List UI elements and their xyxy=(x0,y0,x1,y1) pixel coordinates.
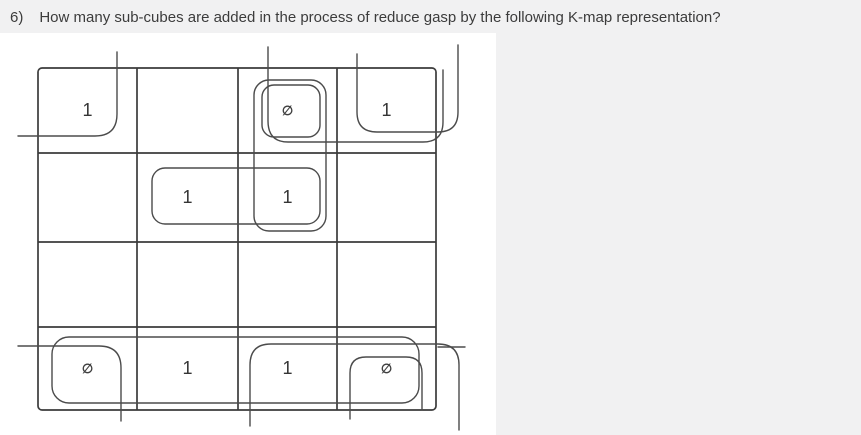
kmap-cell-r3c3 xyxy=(238,242,337,327)
kmap-cell-r3c4 xyxy=(337,242,436,327)
kmap-cell-r2c2: 1 xyxy=(182,187,193,207)
kmap-cell-r4c2: 1 xyxy=(182,358,193,378)
kmap-cell-r3c1 xyxy=(38,242,137,327)
question-text: How many sub-cubes are added in the proc… xyxy=(39,9,721,26)
kmap-cell-r3c2 xyxy=(137,242,238,327)
kmap-cell-r4c1: ∅ xyxy=(81,360,94,376)
kmap-cell-r1c4: 1 xyxy=(381,100,392,120)
kmap-cell-r1c3: ∅ xyxy=(281,102,294,118)
kmap-cell-r1c2 xyxy=(137,68,238,153)
kmap-cell-r2c1 xyxy=(38,153,137,242)
question-title: 6) How many sub-cubes are added in the pr… xyxy=(10,8,850,27)
kmap-cell-r1c1: 1 xyxy=(82,100,93,120)
kmap-cell-r4c4: ∅ xyxy=(380,360,393,376)
kmap-cell-r2c4 xyxy=(337,153,436,242)
question-number: 6) xyxy=(10,9,24,26)
kmap-cell-r2c3: 1 xyxy=(282,187,293,207)
kmap-cell-r4c3: 1 xyxy=(282,358,293,378)
